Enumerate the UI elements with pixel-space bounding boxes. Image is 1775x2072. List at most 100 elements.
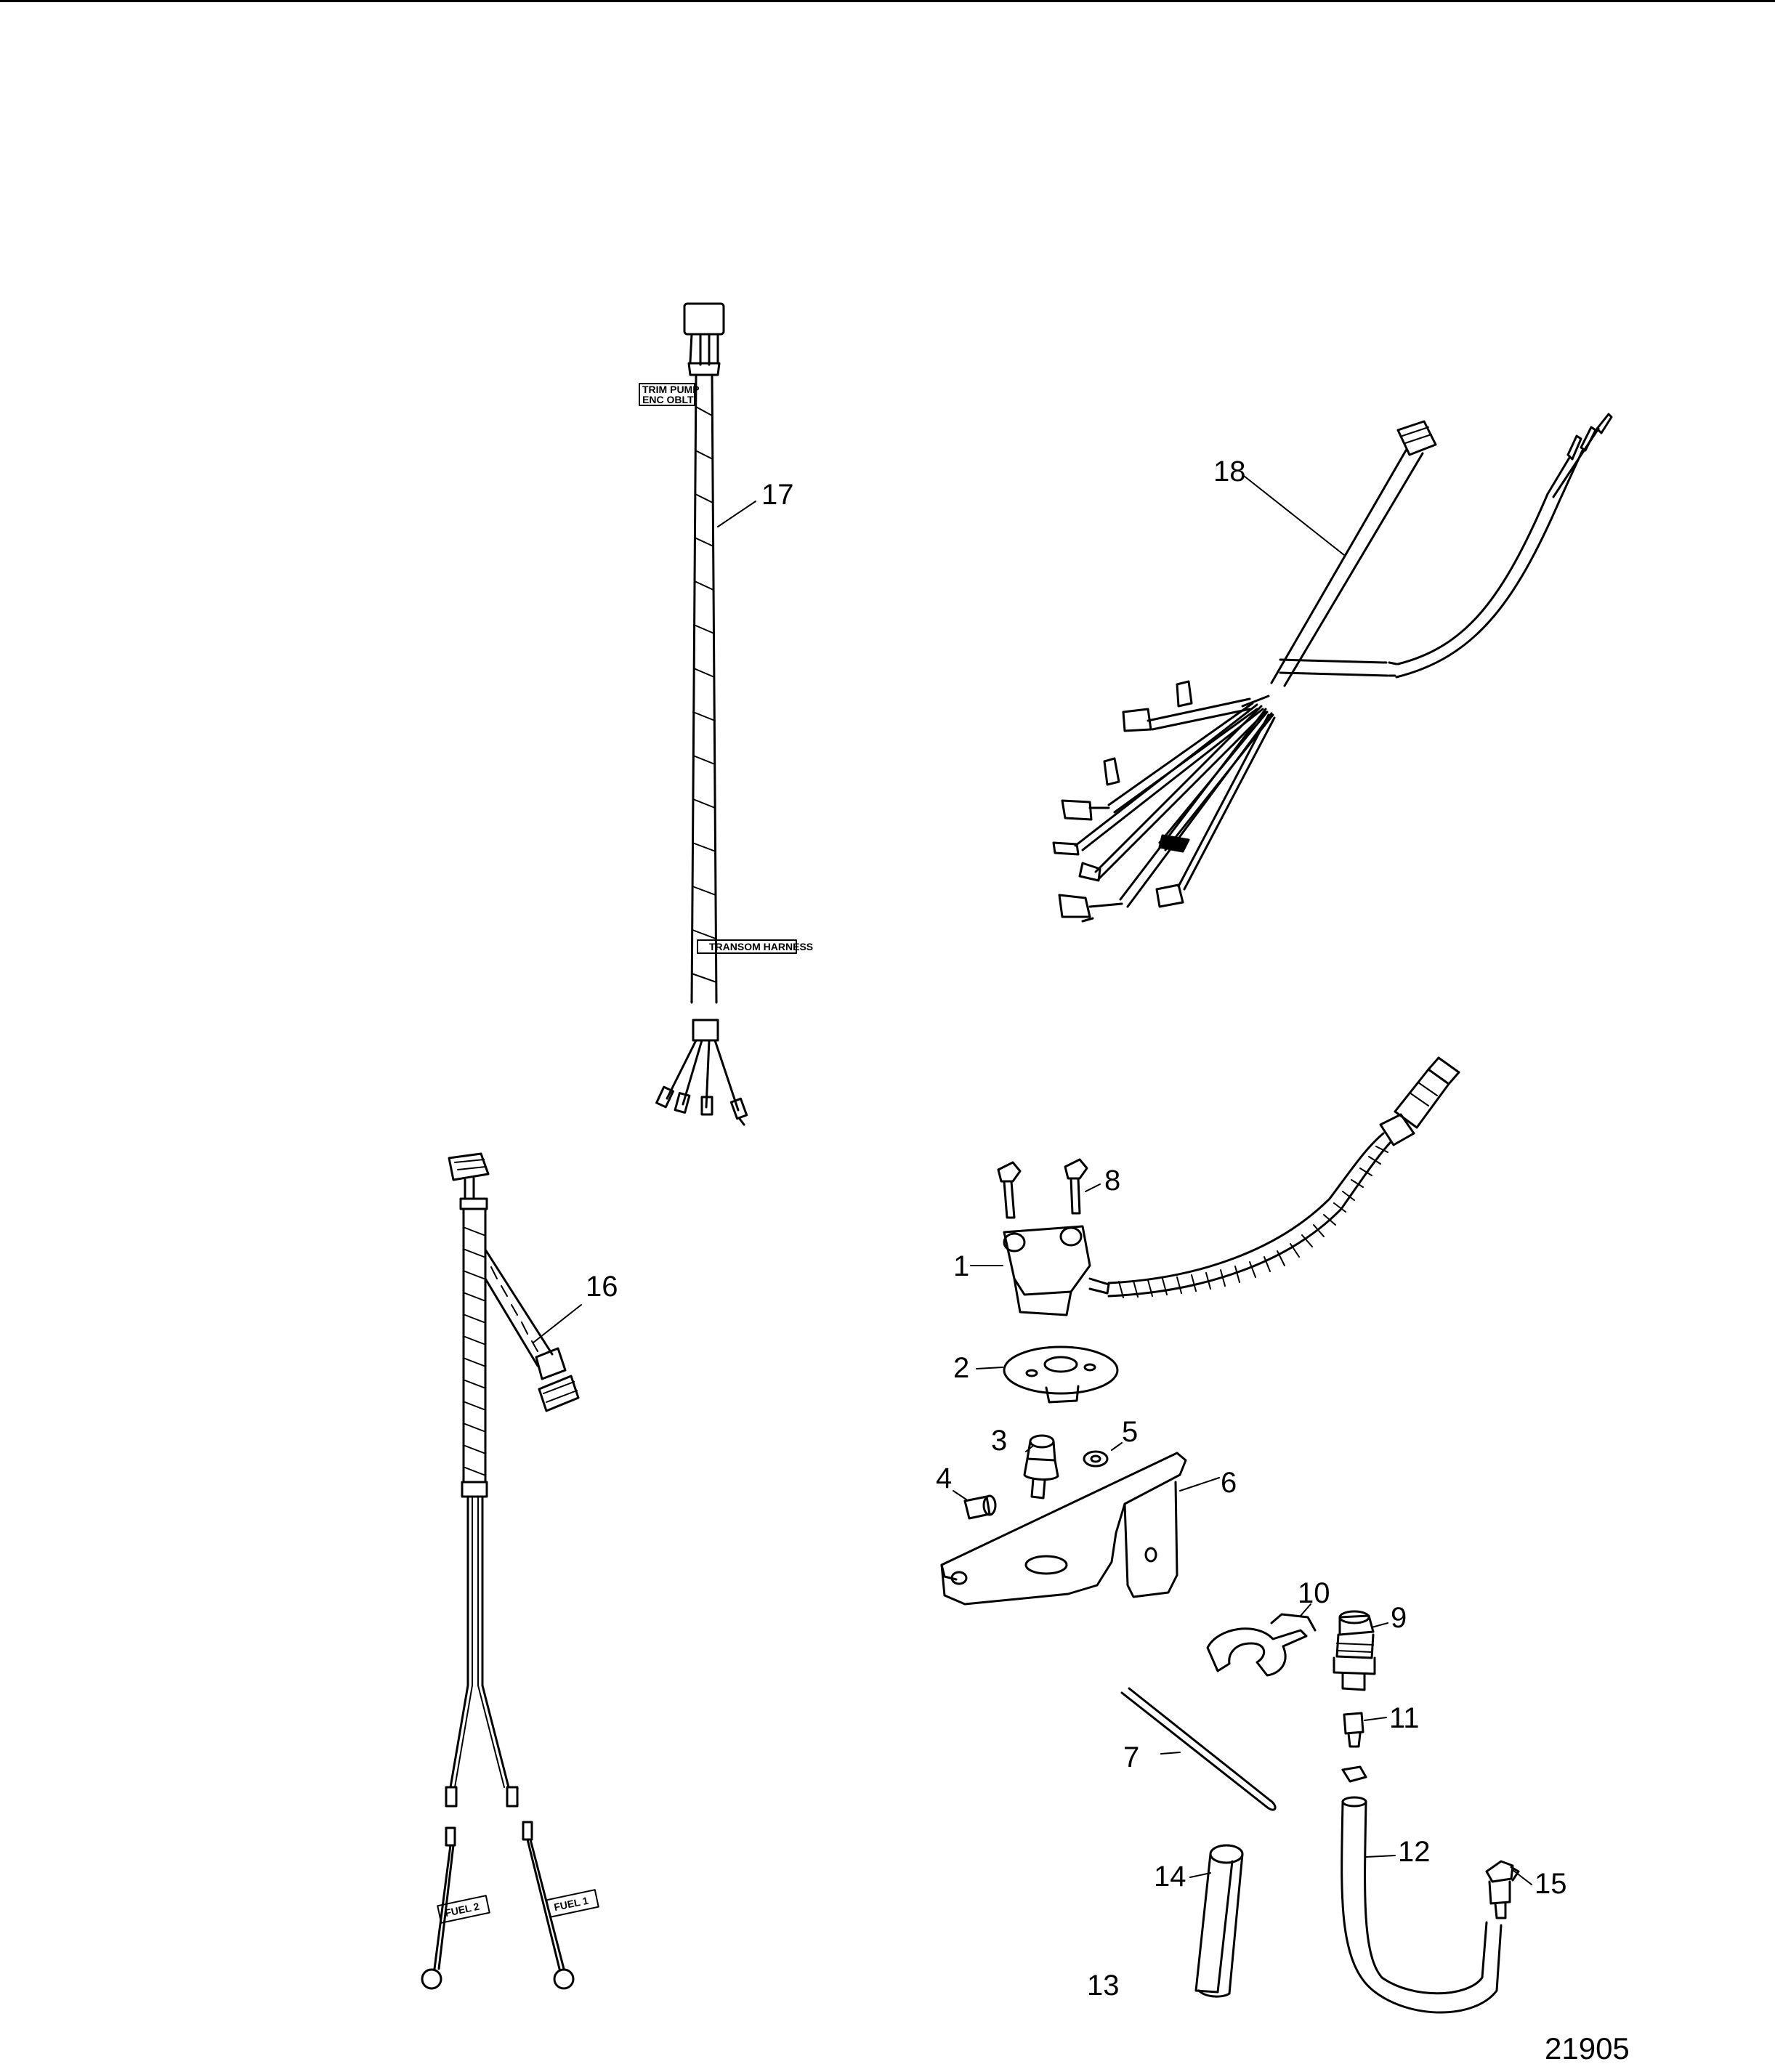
part-10-tab [1270,1613,1317,1632]
part-10-clamp-body [1206,1627,1308,1677]
part-14-cap [1209,1844,1244,1864]
callout-8: 8 [1104,1165,1120,1197]
part-16-main-trunk [462,1207,487,1484]
part-6-end-hole [950,1571,968,1585]
part-17-terminal-d [729,1097,748,1120]
part-5-washer-outer [1083,1450,1109,1468]
leader-18 [1243,475,1345,556]
part-17-transom-label-box [697,939,797,954]
leader-16 [533,1304,582,1343]
part-4-bolt [953,1490,997,1520]
callout-13: 13 [1087,1970,1120,2002]
leader-2 [976,1367,1003,1369]
callout-17: 17 [761,479,794,511]
part-17-breakout-sleeve [692,1019,719,1042]
part-18-connector-e [1058,894,1091,918]
part-8-screw-a-head [997,1161,1022,1183]
part-5-washer [1083,1442,1123,1468]
part-1-coil-rings [1118,1146,1388,1298]
callout-3: 3 [991,1425,1007,1457]
part-16-trunk-hatching [464,1227,485,1476]
part-4-head [982,1494,997,1516]
callout-11: 11 [1389,1702,1420,1734]
callout-16: 16 [586,1271,618,1303]
part-16-fuel-2-socket [445,1826,456,1847]
part-6-leg-hole [1144,1547,1157,1563]
callout-1: 1 [953,1250,969,1282]
callout-9: 9 [1391,1602,1407,1634]
part-11-nut [1341,1765,1367,1783]
part-16-fuel-1-ring-terminal [553,1968,575,1990]
part-8-screws [997,1158,1101,1219]
part-18-wire-f [1158,711,1274,851]
part-18-junction [1241,695,1270,708]
part-18-wire-c [1074,703,1264,851]
part-2-boss [1045,1385,1080,1404]
part-9-thread [1341,1672,1366,1691]
part-14-bottom [1197,1989,1231,1998]
drawing-number: 21905 [1545,2031,1630,2065]
part-17-connector-leads [689,333,719,366]
callout-5: 5 [1122,1416,1138,1448]
part-14-tube [1189,1844,1244,1998]
part-2-center-hole [1043,1356,1078,1373]
leader-10 [1300,1603,1311,1616]
callout-6: 6 [1221,1467,1237,1499]
part-18-tag-b [1103,757,1120,786]
part-18-connector-a [1122,708,1152,732]
part-17-harness: TRIM PUMP ENC OBLT TRANSOM HARNESS [639,302,813,1126]
part-16-fuel-1-plug [506,1786,519,1808]
part-15-body [1488,1880,1511,1905]
leader-6 [1179,1477,1220,1492]
part-10-clamp [1206,1603,1317,1677]
part-18-tip [1081,917,1094,923]
part-15-barb [1494,1902,1507,1919]
part-7-rod-end [1264,1799,1277,1811]
part-9-rings [1336,1643,1374,1653]
part-16-harness: FUEL 2 FUEL 1 [421,1152,599,1990]
part-3-tip [1030,1478,1046,1500]
part-18-wire-d [1094,705,1267,881]
part-18-tape-a [1158,834,1190,853]
callout-18: 18 [1213,456,1246,487]
part-18-tag-a [1176,680,1193,708]
leader-4 [953,1490,967,1500]
part-17-top-connector [683,302,725,336]
part-16-fuel-2-lead [433,1844,455,1970]
part-16-fuel-2-ring-terminal [421,1968,442,1990]
part-7-rod-body [1120,1687,1271,1808]
part-17-braid-hatching [691,406,717,983]
part-16-lower-sleeve [461,1481,488,1498]
part-18-harness [1052,413,1613,923]
callout-12: 12 [1398,1836,1431,1868]
part-17-terminal-tip [738,1117,745,1126]
part-17-transom-label: TRANSOM HARNESS [709,941,813,952]
part-16-branch [484,1248,554,1367]
part-2-flange [1003,1345,1119,1395]
part-6-center-hole [1024,1555,1068,1575]
part-18-top-connector [1396,420,1437,456]
part-1-mount-hole-left [1003,1232,1026,1252]
part-1-connector-boot [1379,1113,1415,1146]
part-16-branch-connector-detail [543,1381,578,1403]
callout-7: 7 [1123,1741,1139,1773]
leader-5 [1111,1442,1123,1451]
part-17-terminal-c [700,1096,713,1116]
part-18-long-lead [1395,493,1561,679]
part-18-upper-trunk [1270,449,1424,687]
callout-15: 15 [1535,1868,1567,1900]
part-16-fuel-1-socket [522,1821,533,1841]
part-16-branch-connector [538,1375,580,1412]
part-16-top-sleeve [459,1197,488,1210]
part-18-connector-b [1061,799,1093,821]
part-16-split-wires-inner [454,1496,505,1788]
part-16-branch-sleeve [535,1347,567,1380]
part-18-top-connector-detail [1402,426,1432,444]
part-9-connector-top [1338,1610,1370,1624]
leader-8 [1085,1183,1101,1192]
part-16-top-connector [448,1152,490,1181]
leader-11 [1364,1717,1387,1721]
part-15-latch [1510,1866,1520,1882]
part-12-hose-body [1341,1800,1503,2014]
